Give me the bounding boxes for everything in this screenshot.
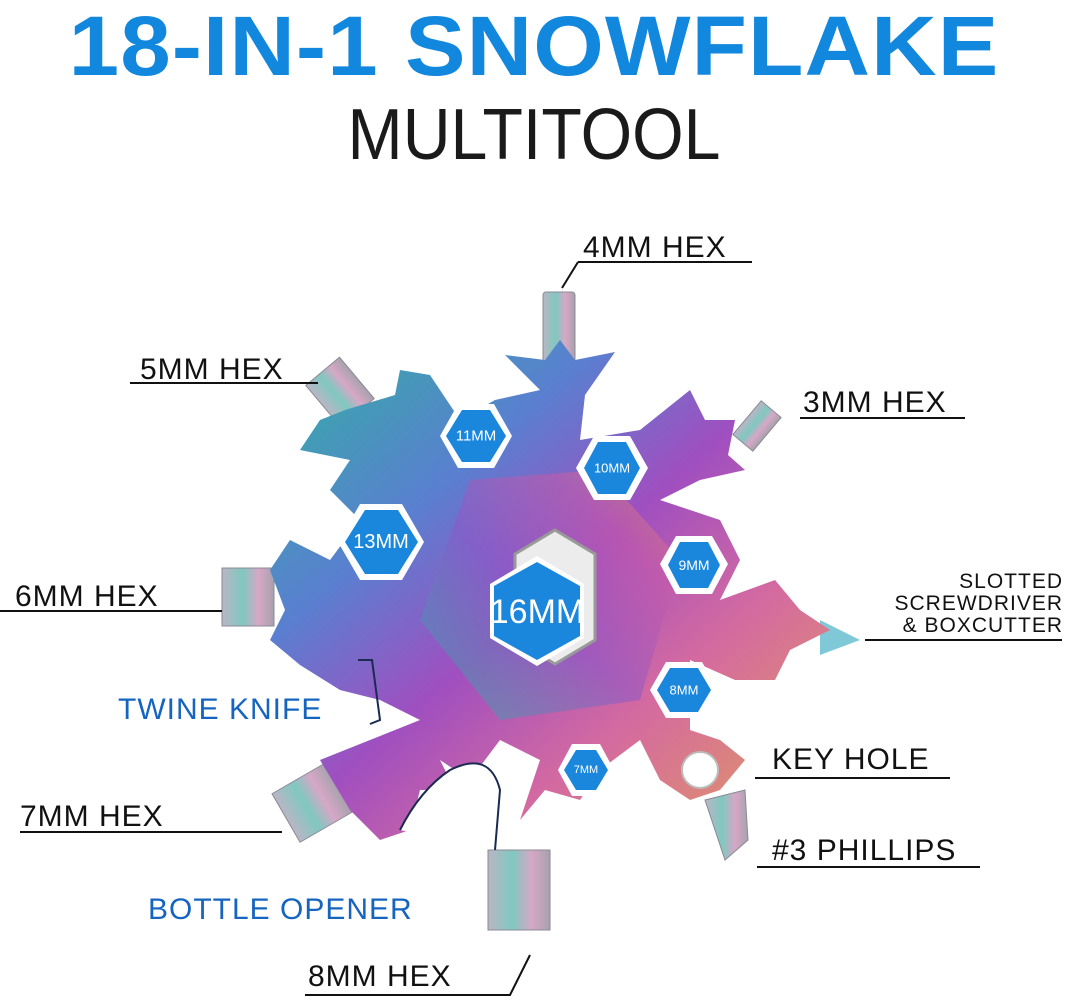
callout-8mm-hex: 8MM HEX [308,960,452,993]
hex-badge-10mm: 10MM [576,436,648,500]
hex-badge-8mm: 8MM [650,662,718,718]
callout-7mm-hex: 7MM HEX [20,800,164,833]
callout-slotted-line1: SLOTTED [959,570,1063,593]
hex-label-9mm: 9MM [678,557,709,573]
hex-badge-11mm: 11MM [440,404,512,468]
hex-label-8mm: 8MM [670,683,699,698]
key-hole-icon [681,751,719,789]
callout-twine-knife: TWINE KNIFE [118,693,323,726]
hex-badge-7mm: 7MM [558,744,614,796]
callout-slotted-line3: & BOXCUTTER [902,614,1063,638]
callout-3mm-hex: 3MM HEX [803,386,947,419]
callout-key-hole: KEY HOLE [772,743,930,776]
callout-5mm-hex: 5MM HEX [140,353,284,386]
callout-slotted-screwdriver: SLOTTED SCREWDRIVER & BOXCUTTER [894,570,1063,638]
callout-6mm-hex: 6MM HEX [15,580,159,613]
hex-label-16mm: 16MM [490,593,584,631]
leader-lines [0,261,1062,996]
hex-badge-9mm: 9MM [660,536,728,594]
callout-3-phillips: #3 PHILLIPS [772,834,957,867]
hex-badge-16mm: 16MM [490,556,584,666]
bottle-opener-shape [399,762,502,851]
hex-label-10mm: 10MM [594,461,630,476]
twine-knife-bracket [358,659,382,725]
hex-label-13mm: 13MM [353,531,409,553]
callout-slotted-line2: SCREWDRIVER [894,592,1063,616]
title-main: 18-IN-1 SNOWFLAKE [68,0,1000,93]
hex-label-7mm: 7MM [574,764,598,776]
callout-bottle-opener: BOTTLE OPENER [148,893,413,926]
title-sub: MULTITOOL [347,95,721,175]
hex-label-11mm: 11MM [456,428,497,445]
hex-badge-13mm: 13MM [338,504,424,580]
callout-4mm-hex: 4MM HEX [583,231,727,264]
